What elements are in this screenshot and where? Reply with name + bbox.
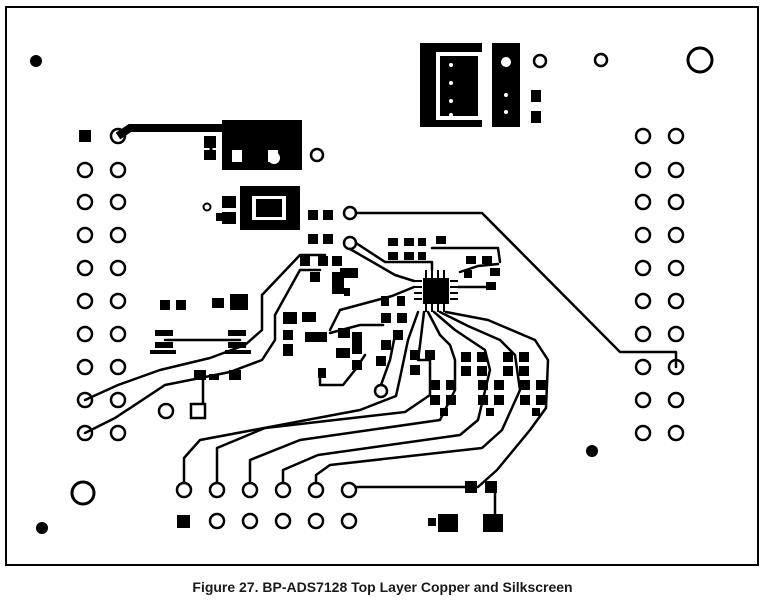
via-ring-connector bbox=[532, 53, 548, 69]
passive-components bbox=[150, 210, 546, 532]
bottom-header-connector bbox=[175, 481, 358, 530]
mounting-hole-bottom-left bbox=[36, 522, 48, 534]
central-ic bbox=[414, 270, 458, 312]
regulator-block bbox=[202, 120, 302, 230]
power-trace bbox=[115, 124, 222, 160]
mounting-hole-top-left bbox=[30, 55, 42, 67]
left-header-connector bbox=[76, 127, 127, 442]
jumper-header bbox=[157, 402, 207, 420]
mounting-hole-left-large bbox=[70, 480, 96, 506]
board-outline bbox=[5, 6, 759, 566]
via-ring-upper-left bbox=[309, 147, 325, 163]
figure-caption: Figure 27. BP-ADS7128 Top Layer Copper a… bbox=[192, 579, 573, 595]
via-ring-top bbox=[593, 52, 609, 68]
mounting-hole-top-right bbox=[686, 46, 714, 74]
top-connector-block bbox=[420, 43, 541, 127]
mounting-hole-bottom-right bbox=[586, 445, 598, 457]
